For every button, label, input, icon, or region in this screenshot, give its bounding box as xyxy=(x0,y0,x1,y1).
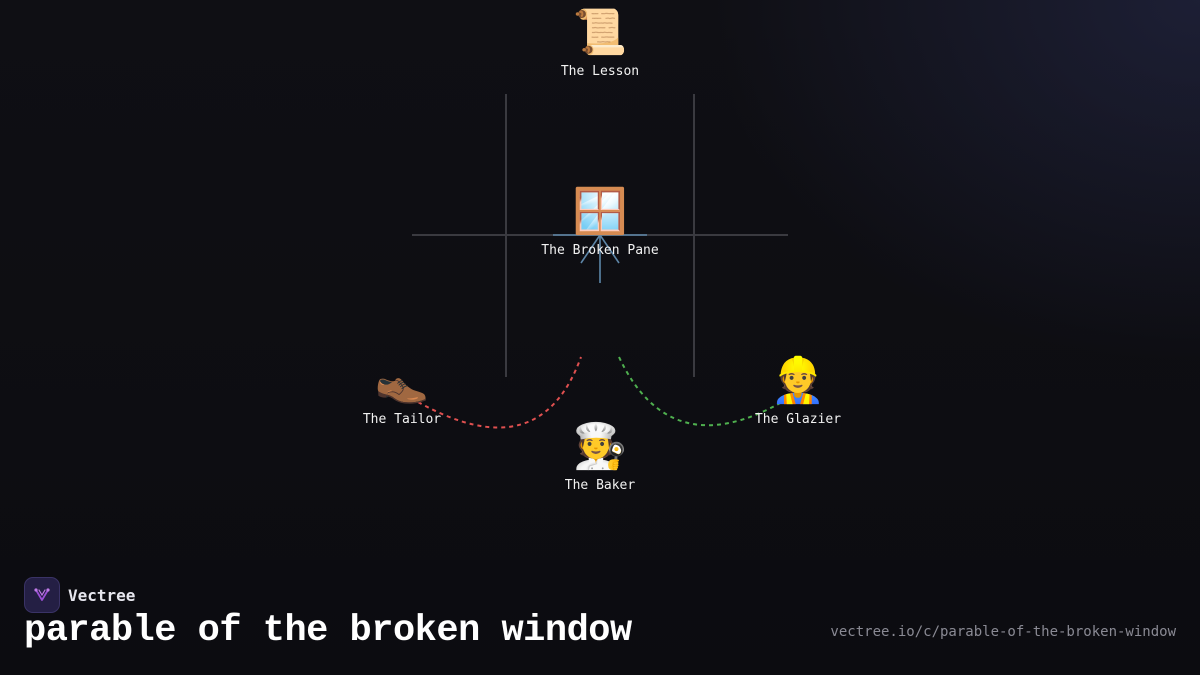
page-url[interactable]: vectree.io/c/parable-of-the-broken-windo… xyxy=(830,624,1176,640)
scroll-icon: 📜 xyxy=(572,7,628,58)
node-baker[interactable]: 🧑‍🍳 The Baker xyxy=(500,420,700,493)
glazier-arc xyxy=(618,356,783,427)
page-title: parable of the broken window xyxy=(24,610,632,652)
vectree-logo-icon xyxy=(24,577,60,613)
baker-icon: 🧑‍🍳 xyxy=(572,421,628,472)
node-glazier[interactable]: 👷 The Glazier xyxy=(698,354,898,427)
node-label-tailor: The Tailor xyxy=(362,412,442,427)
tailor-arc xyxy=(417,356,582,429)
crack-lines xyxy=(553,234,647,283)
window-icon: 🪟 xyxy=(572,186,628,237)
brand-name: Vectree xyxy=(68,585,136,605)
shoe-icon: 👞 xyxy=(374,355,430,406)
node-label-baker: The Baker xyxy=(564,478,636,493)
brand[interactable]: Vectree xyxy=(24,577,135,613)
node-lesson[interactable]: 📜 The Lesson xyxy=(500,6,700,79)
node-broken-pane[interactable]: 🪟 The Broken Pane xyxy=(500,185,700,258)
node-label-glazier: The Glazier xyxy=(754,412,842,427)
node-label-lesson: The Lesson xyxy=(560,64,640,79)
node-tailor[interactable]: 👞 The Tailor xyxy=(302,354,502,427)
node-label-broken-pane: The Broken Pane xyxy=(541,243,659,258)
construction-worker-icon: 👷 xyxy=(770,355,826,406)
